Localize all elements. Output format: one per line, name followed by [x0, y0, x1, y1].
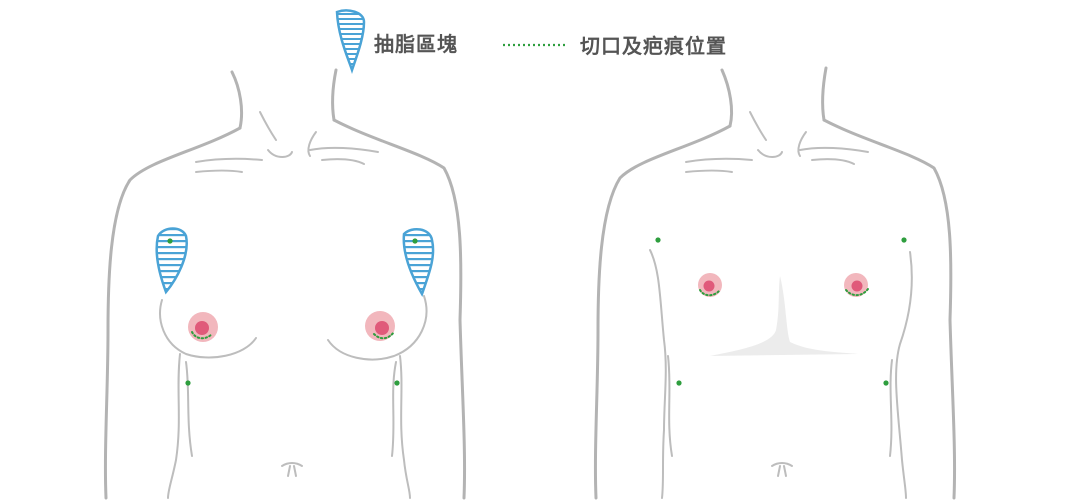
incision-dot: [901, 237, 907, 243]
incision-dot: [394, 380, 400, 386]
incision-dotted-line-icon: [503, 43, 567, 46]
right-figure-right-nipple: [844, 273, 869, 297]
legend-label-incision: 切口及疤痕位置: [580, 34, 727, 58]
left-liposuction-area-right: [402, 227, 435, 298]
left-shoulder-right-line: [332, 118, 467, 500]
left-figure-incision-dots: [167, 238, 418, 386]
left-neck-right-line: [331, 68, 338, 122]
left-torso-details: [159, 111, 428, 499]
left-torso-figure: [103, 68, 467, 500]
incision-dot: [883, 380, 889, 386]
incision-dot: [167, 238, 173, 244]
right-figure-incision-dots: [655, 237, 907, 386]
left-figure-left-nipple: [188, 312, 218, 342]
incision-dot: [185, 380, 191, 386]
left-shoulder-left-line: [103, 126, 242, 500]
incision-dot: [655, 237, 661, 243]
right-figure-sternum-shadow: [710, 276, 858, 356]
right-neck-left-line: [720, 68, 734, 128]
left-neck-left-line: [230, 70, 244, 130]
legend-item-incision: 切口及疤痕位置: [502, 30, 727, 59]
legend-item-liposuction: 抽脂區塊: [334, 8, 458, 74]
right-shoulder-right-line: [822, 118, 957, 500]
incision-dot: [412, 238, 418, 244]
right-neck-right-line: [821, 66, 828, 122]
right-figure-left-nipple: [698, 273, 722, 297]
left-figure-right-nipple: [365, 311, 395, 341]
right-torso-figure: [593, 66, 957, 500]
right-shoulder-left-line: [593, 124, 732, 500]
legend-label-liposuction: 抽脂區塊: [374, 31, 458, 56]
liposuction-area-icon: [335, 9, 366, 74]
right-torso-details: [649, 111, 913, 499]
incision-dot: [676, 380, 682, 386]
left-liposuction-area-left: [155, 227, 188, 295]
legend: 抽脂區塊 切口及疤痕位置: [0, 8, 1080, 78]
